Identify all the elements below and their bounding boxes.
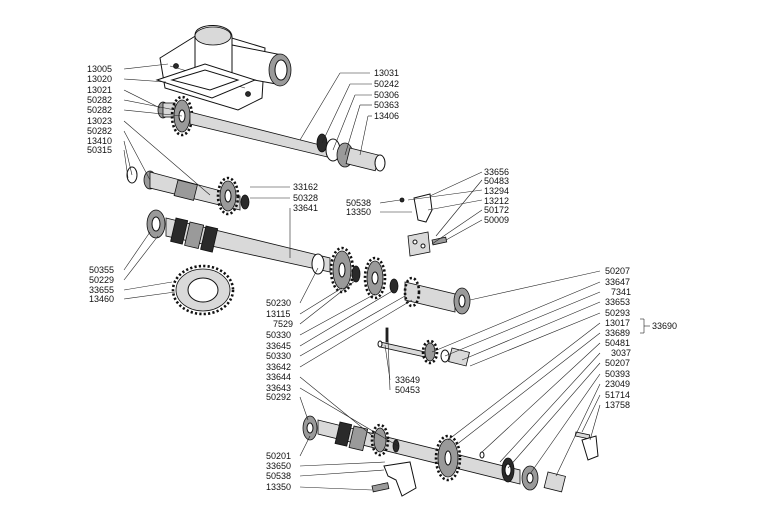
label-13021: 13021 (87, 85, 112, 95)
label-7529: 7529 (273, 319, 293, 329)
label-13406: 13406 (374, 111, 399, 121)
label-50330-a: 50330 (266, 330, 291, 340)
label-33690: 33690 (652, 321, 677, 331)
label-50172: 50172 (484, 205, 509, 215)
label-50230: 50230 (266, 298, 291, 308)
label-50009: 50009 (484, 215, 509, 225)
label-50282-a: 50282 (87, 95, 112, 105)
label-13023: 13023 (87, 116, 112, 126)
label-13294: 13294 (484, 186, 509, 196)
label-50328: 50328 (293, 193, 318, 203)
label-13031: 13031 (374, 68, 399, 78)
label-13410: 13410 (87, 136, 112, 146)
label-50201: 50201 (266, 451, 291, 461)
label-3037: 3037 (611, 348, 631, 358)
label-50207-b: 50207 (605, 358, 630, 368)
label-50282-b: 50282 (87, 105, 112, 115)
label-33643: 33643 (266, 383, 291, 393)
label-13350-bottom: 13350 (266, 482, 291, 492)
label-50315: 50315 (87, 145, 112, 155)
label-50538-bottom: 50538 (266, 471, 291, 481)
label-50242: 50242 (374, 79, 399, 89)
label-33655: 33655 (89, 285, 114, 295)
label-33649: 33649 (395, 375, 420, 385)
selector-lever-drawing (399, 193, 448, 257)
label-13020: 13020 (87, 74, 112, 84)
label-33656: 33656 (484, 167, 509, 177)
label-33642: 33642 (266, 362, 291, 372)
shift-pin-drawing (377, 327, 426, 358)
label-13115: 13115 (266, 309, 290, 319)
ring-gear-drawing (171, 264, 235, 316)
label-13758: 13758 (605, 400, 630, 410)
label-33647: 33647 (605, 277, 630, 287)
label-50483: 50483 (484, 176, 509, 186)
label-33644: 33644 (266, 372, 291, 382)
label-7341: 7341 (611, 287, 631, 297)
label-33645: 33645 (266, 341, 291, 351)
shift-fork-drawing (371, 461, 417, 497)
label-13460: 13460 (89, 294, 114, 304)
label-50363: 50363 (374, 100, 399, 110)
secondary-shaft-drawing (126, 166, 250, 216)
label-50393: 50393 (605, 369, 630, 379)
label-13212: 13212 (484, 196, 509, 206)
label-50292: 50292 (266, 392, 291, 402)
label-51714: 51714 (605, 390, 630, 400)
label-50282-c: 50282 (87, 126, 112, 136)
label-33653: 33653 (605, 297, 630, 307)
label-33689: 33689 (605, 328, 630, 338)
upper-shaft-drawing (157, 95, 386, 172)
main-shaft-drawing (146, 209, 471, 315)
label-13017: 13017 (605, 318, 630, 328)
label-13005: 13005 (87, 64, 112, 74)
label-50306: 50306 (374, 90, 399, 100)
gasket-drawing (155, 63, 257, 99)
small-lever-drawing (574, 431, 599, 461)
label-50229: 50229 (89, 275, 114, 285)
label-33162: 33162 (293, 182, 318, 192)
label-23049: 23049 (605, 379, 630, 389)
label-50330-b: 50330 (266, 351, 291, 361)
label-33650: 33650 (266, 461, 291, 471)
label-50355: 50355 (89, 265, 114, 275)
label-13350-top: 13350 (346, 207, 371, 217)
label-50207-a: 50207 (605, 266, 630, 276)
label-33641: 33641 (293, 203, 318, 213)
leader-lines (123, 63, 650, 491)
label-50453: 50453 (395, 385, 420, 395)
label-50293: 50293 (605, 308, 630, 318)
label-50538-top: 50538 (346, 198, 371, 208)
lower-shaft-drawing (302, 415, 566, 493)
idler-gear-drawing (421, 339, 470, 367)
label-50481: 50481 (605, 338, 630, 348)
